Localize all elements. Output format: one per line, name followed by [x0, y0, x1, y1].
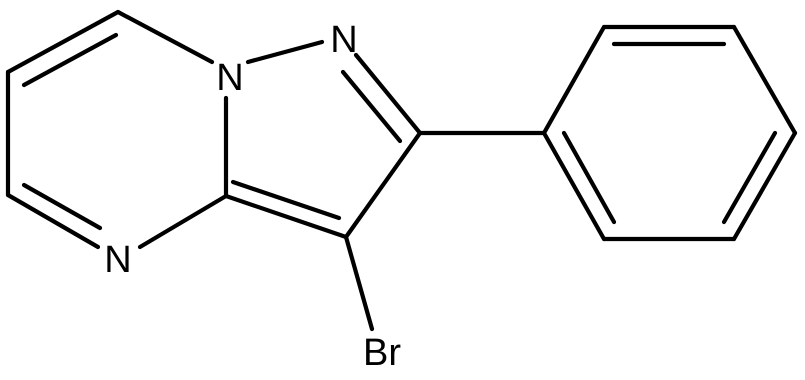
bond-lines: [5, 9, 798, 332]
bond-ph4-ph5-inner: [721, 130, 778, 225]
bond-ph3-ph4: [731, 24, 798, 136]
bond-n8-c7: [115, 9, 215, 65]
bond-n1-c2: [353, 52, 423, 136]
bond-ph6-ph1: [541, 130, 607, 242]
bond-n1-c2-inner: [340, 69, 403, 144]
bond-c7-c6: [5, 9, 121, 75]
atom-label-n-bridgehead: N: [216, 57, 243, 99]
bond-n8-n1: [245, 39, 325, 65]
bond-c2-c3: [343, 130, 423, 240]
atom-label-bromine: Br: [363, 332, 401, 374]
bond-c3-c3a-inner: [230, 179, 342, 221]
atom-label-n-pyrimidine: N: [104, 239, 131, 281]
bond-c5-n4: [5, 192, 101, 250]
bond-c3-c3a: [223, 193, 349, 240]
bond-n4-c3a: [137, 193, 229, 250]
bond-ph6-ph1-inner: [561, 130, 617, 225]
bond-ph4-ph5: [731, 130, 798, 242]
bond-c7-c6-inner: [21, 32, 119, 88]
bond-c3-br: [343, 234, 375, 332]
atom-labels: N N N Br: [104, 19, 401, 374]
bond-ph1-ph2: [541, 24, 607, 136]
atom-label-n-pyrazole: N: [330, 19, 357, 61]
bond-c5-n4-inner: [21, 182, 103, 231]
